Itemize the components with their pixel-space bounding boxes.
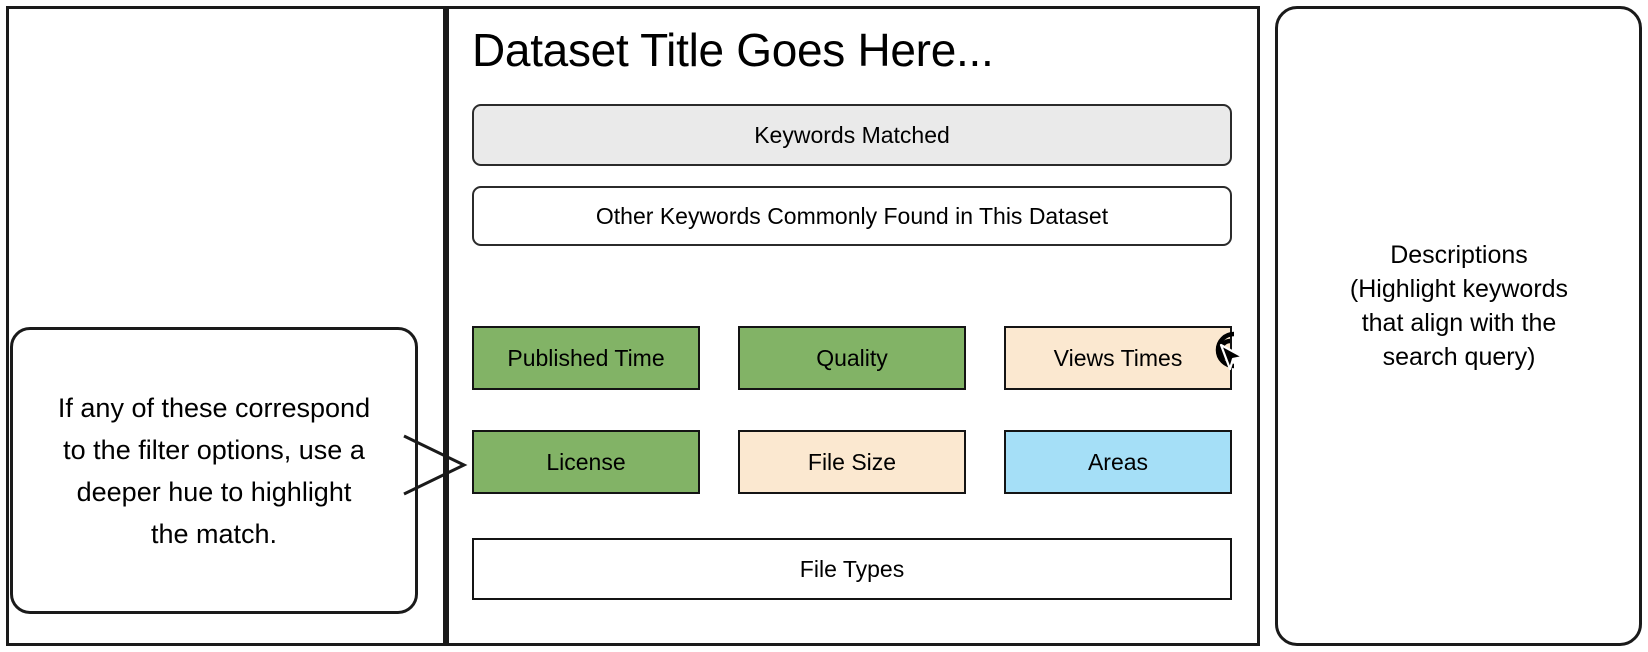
file-types-bar[interactable]: File Types — [472, 538, 1232, 600]
click-cursor-icon — [1215, 331, 1245, 371]
facet-chip-areas[interactable]: Areas — [1004, 430, 1232, 494]
callout-bubble: If any of these correspond to the filter… — [10, 327, 418, 614]
descriptions-text: Descriptions (Highlight keywords that al… — [1349, 241, 1569, 371]
facet-chip-published-time[interactable]: Published Time — [472, 326, 700, 390]
facet-chip-quality[interactable]: Quality — [738, 326, 966, 390]
callout-text: If any of these correspond to the filter… — [57, 392, 371, 549]
other-keywords-bar[interactable]: Other Keywords Commonly Found in This Da… — [472, 186, 1232, 246]
keywords-matched-bar[interactable]: Keywords Matched — [472, 104, 1232, 166]
callout-tail-arrow — [403, 434, 468, 496]
facet-chip-license[interactable]: License — [472, 430, 700, 494]
facet-chip-grid: Published Time Quality Views Times Licen… — [472, 326, 1232, 494]
facet-chip-views-times[interactable]: Views Times — [1004, 326, 1232, 390]
details-panel — [1275, 6, 1642, 646]
facet-chip-file-size[interactable]: File Size — [738, 430, 966, 494]
page-title: Dataset Title Goes Here... — [472, 24, 994, 76]
